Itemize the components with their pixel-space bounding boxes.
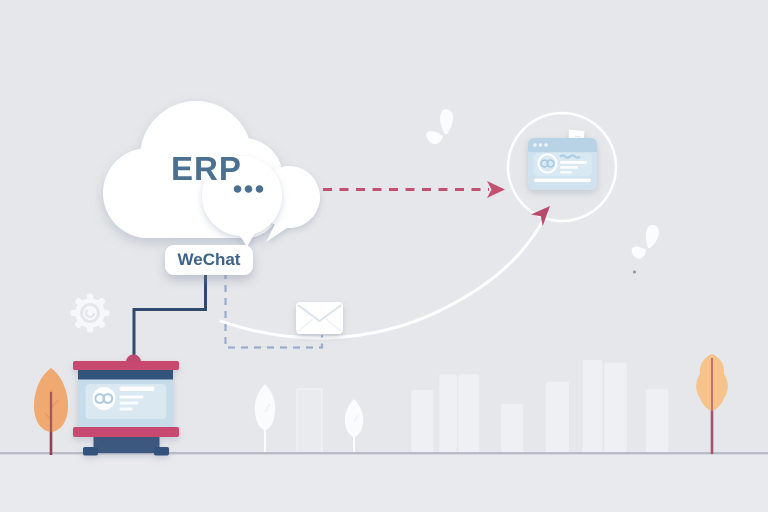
machine-cap <box>126 354 141 362</box>
skyline-building <box>545 381 569 453</box>
machine-top-bar <box>73 361 179 370</box>
window-titlebar <box>528 138 597 152</box>
machine-foot <box>154 447 169 456</box>
window-content-card <box>533 153 592 176</box>
butterfly-icon-top <box>426 109 454 145</box>
text-line <box>560 166 578 169</box>
orange-tree-left <box>34 368 68 455</box>
chat-ellipsis-dots <box>233 185 264 193</box>
target-circle <box>506 111 618 223</box>
speech-bubble-front <box>202 156 282 247</box>
curved-arrow-line <box>219 211 549 340</box>
ground-line <box>0 452 768 455</box>
dashed-arrow-head <box>487 181 505 198</box>
gear-icon <box>70 293 110 333</box>
text-line <box>560 161 587 164</box>
floor-area <box>0 453 768 512</box>
kiosk-machine <box>73 354 179 456</box>
butterfly-icon-right <box>631 224 659 274</box>
logo-ring <box>546 159 555 168</box>
city-skyline <box>411 360 669 454</box>
skyline-building <box>411 390 434 453</box>
skyline-building <box>439 374 457 454</box>
ellipsis-dot <box>244 185 253 193</box>
wechat-badge: WeChat <box>165 245 253 275</box>
machine-pedestal <box>93 437 160 453</box>
ellipsis-dot <box>233 185 242 193</box>
white-tree-right <box>344 399 364 452</box>
machine-bottom-bar <box>73 427 179 437</box>
window-bottom-bar <box>534 178 591 183</box>
screen-text-line <box>119 407 133 411</box>
white-tree-left <box>254 384 276 452</box>
window-dot <box>544 143 548 147</box>
skyline-building <box>458 374 480 454</box>
browser-window-icon <box>528 129 597 190</box>
envelope-icon <box>296 302 343 334</box>
screen-text-line <box>119 386 155 391</box>
machine-navy-trim <box>78 370 173 380</box>
faint-building <box>296 388 323 454</box>
tree-vein <box>353 414 359 423</box>
screen-text-line <box>119 401 139 405</box>
machine-foot <box>83 447 98 456</box>
page-line <box>574 135 581 138</box>
text-line <box>560 171 572 174</box>
screen-logo-ring <box>102 393 114 404</box>
tree-vein <box>264 403 271 413</box>
text-squiggle <box>559 154 581 159</box>
tree-foliage <box>344 399 364 437</box>
peach-tree-right <box>696 354 728 454</box>
ellipsis-dot <box>255 185 264 193</box>
erp-label: ERP <box>171 150 242 187</box>
navy-connector <box>132 272 207 358</box>
skyline-building <box>604 362 627 453</box>
skyline-building <box>501 404 524 453</box>
tree-foliage <box>254 384 276 430</box>
window-dot <box>538 143 543 147</box>
logo-circle <box>537 153 558 174</box>
screen-text-line <box>119 395 144 399</box>
window-dot <box>533 143 537 147</box>
wechat-badge-label: WeChat <box>177 250 241 269</box>
speck <box>632 270 637 274</box>
skyline-building <box>582 360 603 453</box>
curved-arrow-head <box>531 206 550 226</box>
dashed-connector <box>224 272 324 349</box>
skyline-building <box>646 389 669 454</box>
